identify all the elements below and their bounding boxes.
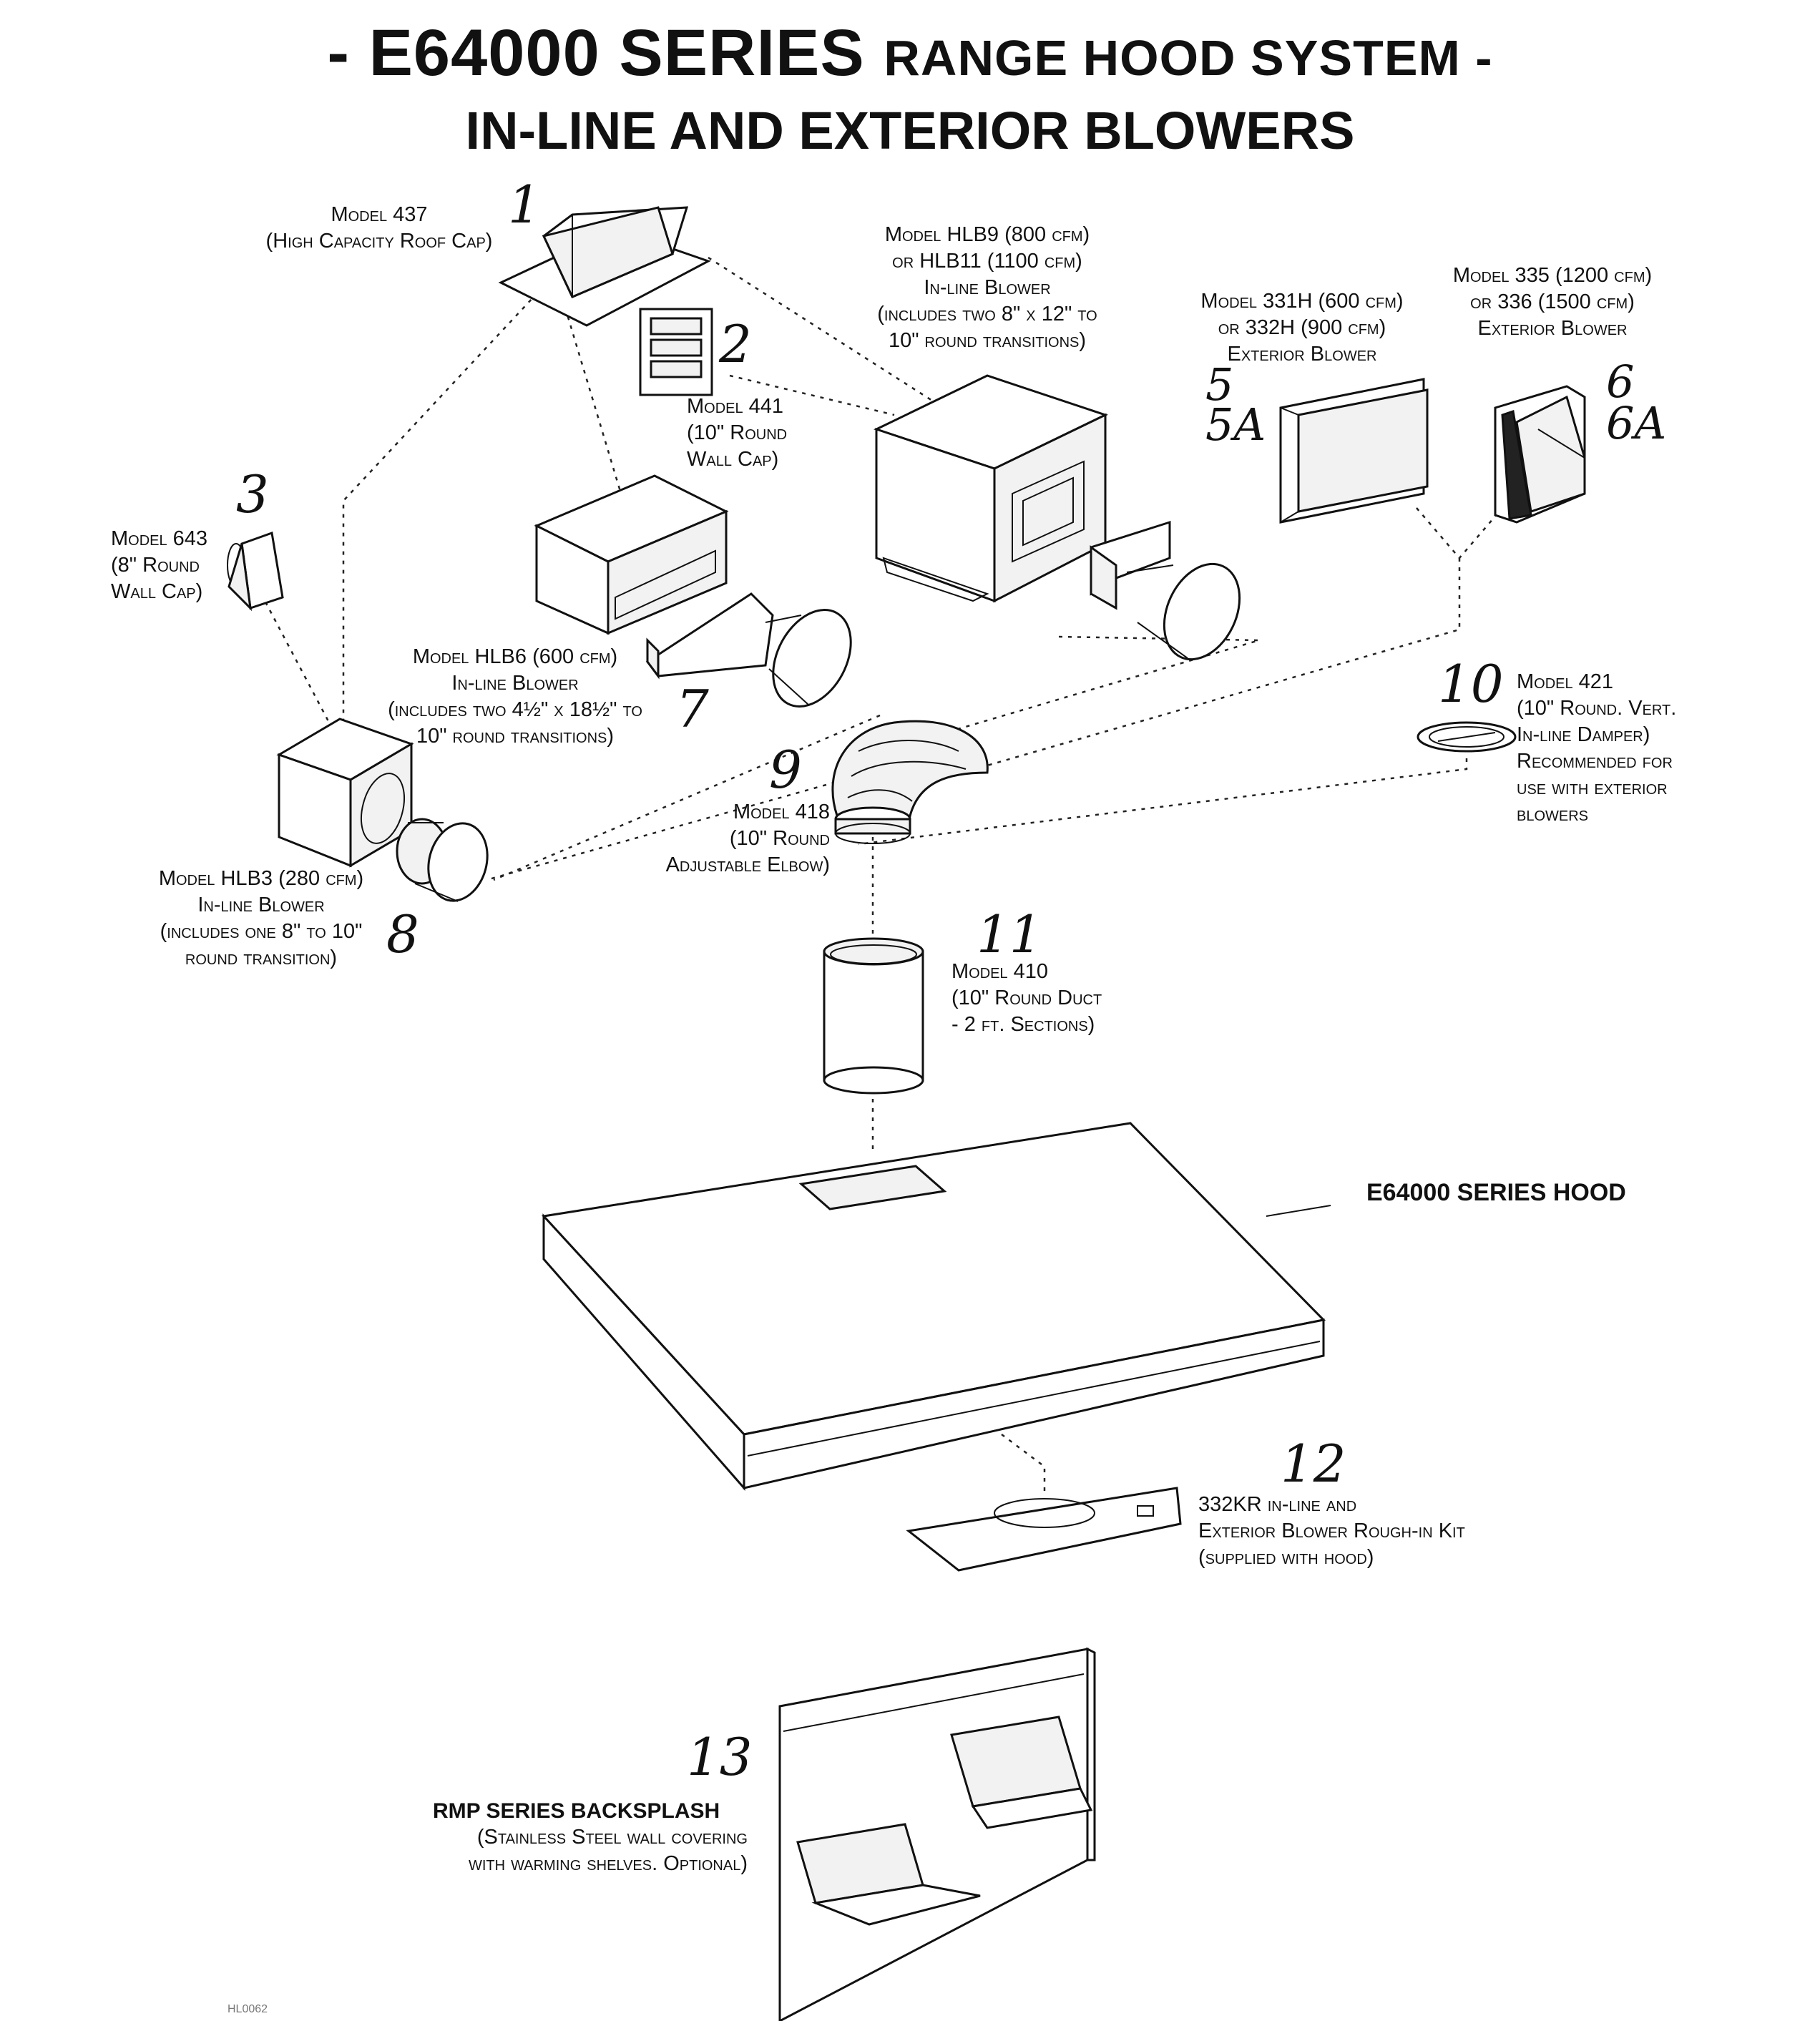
part-7-number: 7 <box>676 679 709 739</box>
part-2-number: 2 <box>719 314 752 374</box>
part-13-number: 13 <box>687 1727 753 1787</box>
part-9-number: 9 <box>769 740 802 800</box>
roof-cap-437 <box>498 206 711 327</box>
doc-number: HL0062 <box>228 2003 268 2015</box>
part-3-number: 3 <box>236 464 269 524</box>
part-5-label: Model 331H (600 cfm)or 332H (900 cfm)Ext… <box>1200 290 1404 366</box>
wall-cap-441 <box>639 308 713 396</box>
page-subtitle: IN-LINE AND EXTERIOR BLOWERS <box>465 101 1355 160</box>
exterior-blower-331h <box>1279 378 1429 524</box>
part-1-label: Model 437(High Capacity Roof Cap) <box>265 203 493 253</box>
title-main: - E64000 SERIES <box>327 16 865 89</box>
rough-in-kit <box>906 1487 1182 1572</box>
page-title: - E64000 SERIES RANGE HOOD SYSTEM - <box>0 16 1820 91</box>
part-12-number: 12 <box>1281 1434 1346 1494</box>
part-8-number: 8 <box>386 904 419 964</box>
part-10-label: Model 421(10" Round. Vert.In-line Damper… <box>1517 670 1677 826</box>
backsplash-label: RMP SERIES BACKSPLASH <box>433 1799 720 1823</box>
wall-cap-643 <box>227 531 284 612</box>
title-sub: RANGE HOOD SYSTEM - <box>884 30 1493 86</box>
blower-hlb6 <box>534 474 852 708</box>
exterior-blower-335 <box>1494 385 1586 524</box>
backsplash <box>778 1647 1096 2021</box>
blower-hlb3 <box>276 718 489 902</box>
connector-lines <box>260 256 1503 1495</box>
part-11-label: Model 410(10" Round Duct- 2 ft. Sections… <box>951 960 1102 1036</box>
part-4-label: Model HLB9 (800 cfm)or HLB11 (1100 cfm)I… <box>877 223 1097 352</box>
part-6-label: Model 335 (1200 cfm)or 336 (1500 cfm)Ext… <box>1452 264 1653 340</box>
round-duct-410 <box>823 937 924 1095</box>
part-8-label: Model HLB3 (280 cfm)In-line Blower(inclu… <box>158 867 364 969</box>
elbow-418 <box>831 720 989 844</box>
range-hood <box>542 1122 1331 1491</box>
part-7-label: Model HLB6 (600 cfm)In-line Blower(inclu… <box>388 645 642 748</box>
part-1-number: 1 <box>508 175 541 235</box>
part-11-number: 11 <box>977 904 1042 964</box>
hood-label: E64000 SERIES HOOD <box>1366 1179 1626 1206</box>
part-10-number: 10 <box>1438 654 1504 714</box>
blower-hlb9 <box>874 374 1241 661</box>
damper-421 <box>1417 721 1517 753</box>
